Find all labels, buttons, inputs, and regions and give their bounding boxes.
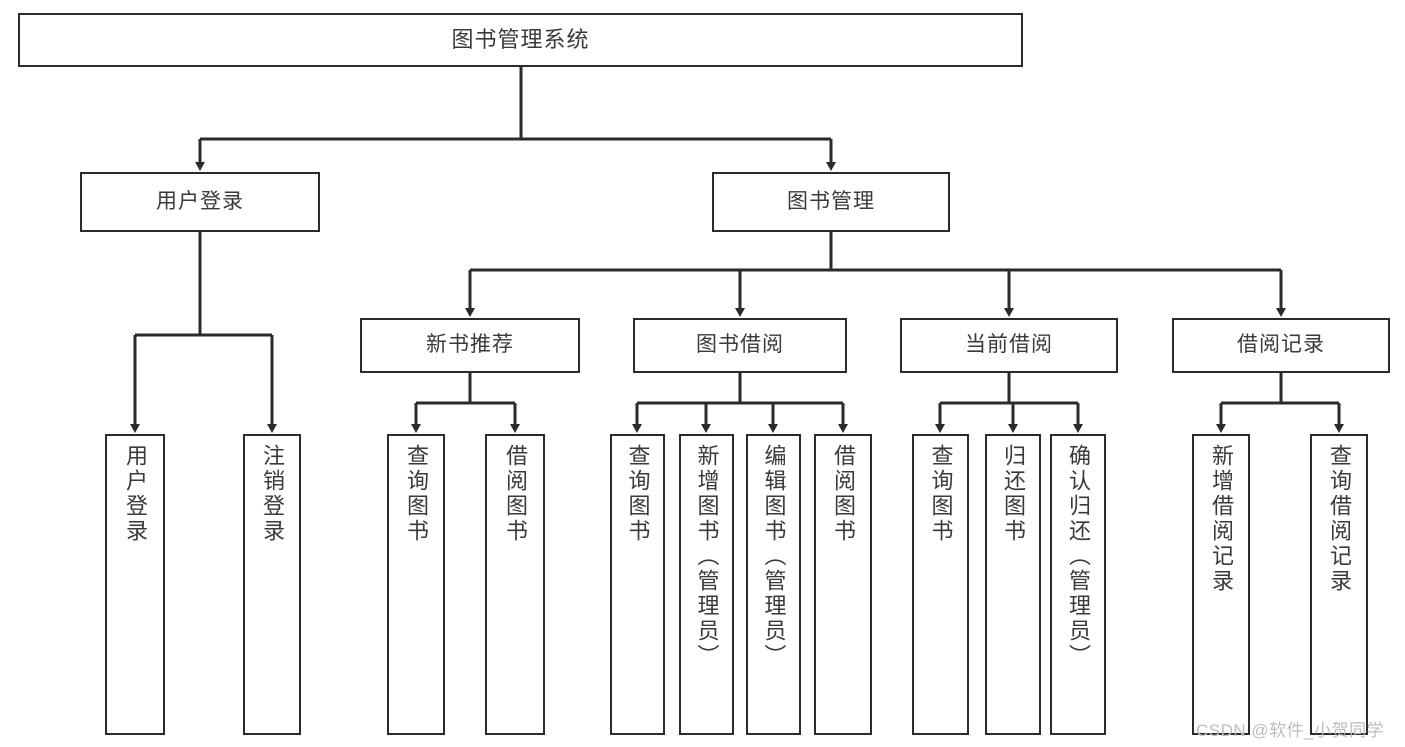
node-current-borrow[interactable]: 当前借阅 [900,318,1118,373]
node-label: 新增借阅记录 [1209,444,1234,594]
node-label: 图书管理 [787,189,875,213]
node-label: 查询图书 [928,444,954,544]
node-label: 编辑图书（管理员） [761,444,787,669]
node-label: 确认归还（管理员） [1066,444,1091,669]
node-label: 新书推荐 [426,333,514,357]
node-label: 图书管理系统 [451,27,590,53]
node-borrow-record[interactable]: 借阅记录 [1172,318,1390,373]
node-book-borrow[interactable]: 图书借阅 [633,318,847,373]
node-label: 查询图书 [404,444,429,544]
node-label: 借阅图书 [503,444,528,544]
node-label: 当前借阅 [965,333,1053,357]
leaf-confirm-return-admin[interactable]: 确认归还（管理员） [1050,434,1106,735]
csdn-watermark: CSDN @软件_小贺同学 [1196,721,1385,740]
leaf-query-book-current[interactable]: 查询图书 [912,434,969,735]
node-user-login[interactable]: 用户登录 [80,172,320,232]
node-label: 新增图书（管理员） [694,444,720,669]
leaf-edit-book-admin[interactable]: 编辑图书（管理员） [746,434,801,735]
leaf-add-book-admin[interactable]: 新增图书（管理员） [679,434,734,735]
leaf-user-login[interactable]: 用户登录 [105,434,165,735]
node-book-management[interactable]: 图书管理 [712,172,950,232]
leaf-logout[interactable]: 注销登录 [243,434,301,735]
leaf-add-borrow-record[interactable]: 新增借阅记录 [1192,434,1250,735]
node-label: 用户登录 [123,444,148,544]
node-label: 注销登录 [260,444,285,544]
node-root[interactable]: 图书管理系统 [18,13,1023,67]
node-new-book-recommend[interactable]: 新书推荐 [360,318,580,373]
leaf-borrow-book[interactable]: 借阅图书 [814,434,872,735]
leaf-query-borrow-record[interactable]: 查询借阅记录 [1310,434,1368,735]
node-label: 图书借阅 [696,333,784,357]
node-label: 借阅记录 [1237,333,1325,357]
leaf-query-book-recommend[interactable]: 查询图书 [387,434,445,735]
node-label: 查询借阅记录 [1327,444,1352,594]
leaf-return-book[interactable]: 归还图书 [985,434,1041,735]
leaf-borrow-book-recommend[interactable]: 借阅图书 [485,434,545,735]
node-label: 查询图书 [625,444,651,544]
node-label: 用户登录 [156,189,244,213]
node-label: 借阅图书 [831,444,856,544]
leaf-query-book-borrow[interactable]: 查询图书 [610,434,665,735]
node-label: 归还图书 [1001,444,1026,544]
